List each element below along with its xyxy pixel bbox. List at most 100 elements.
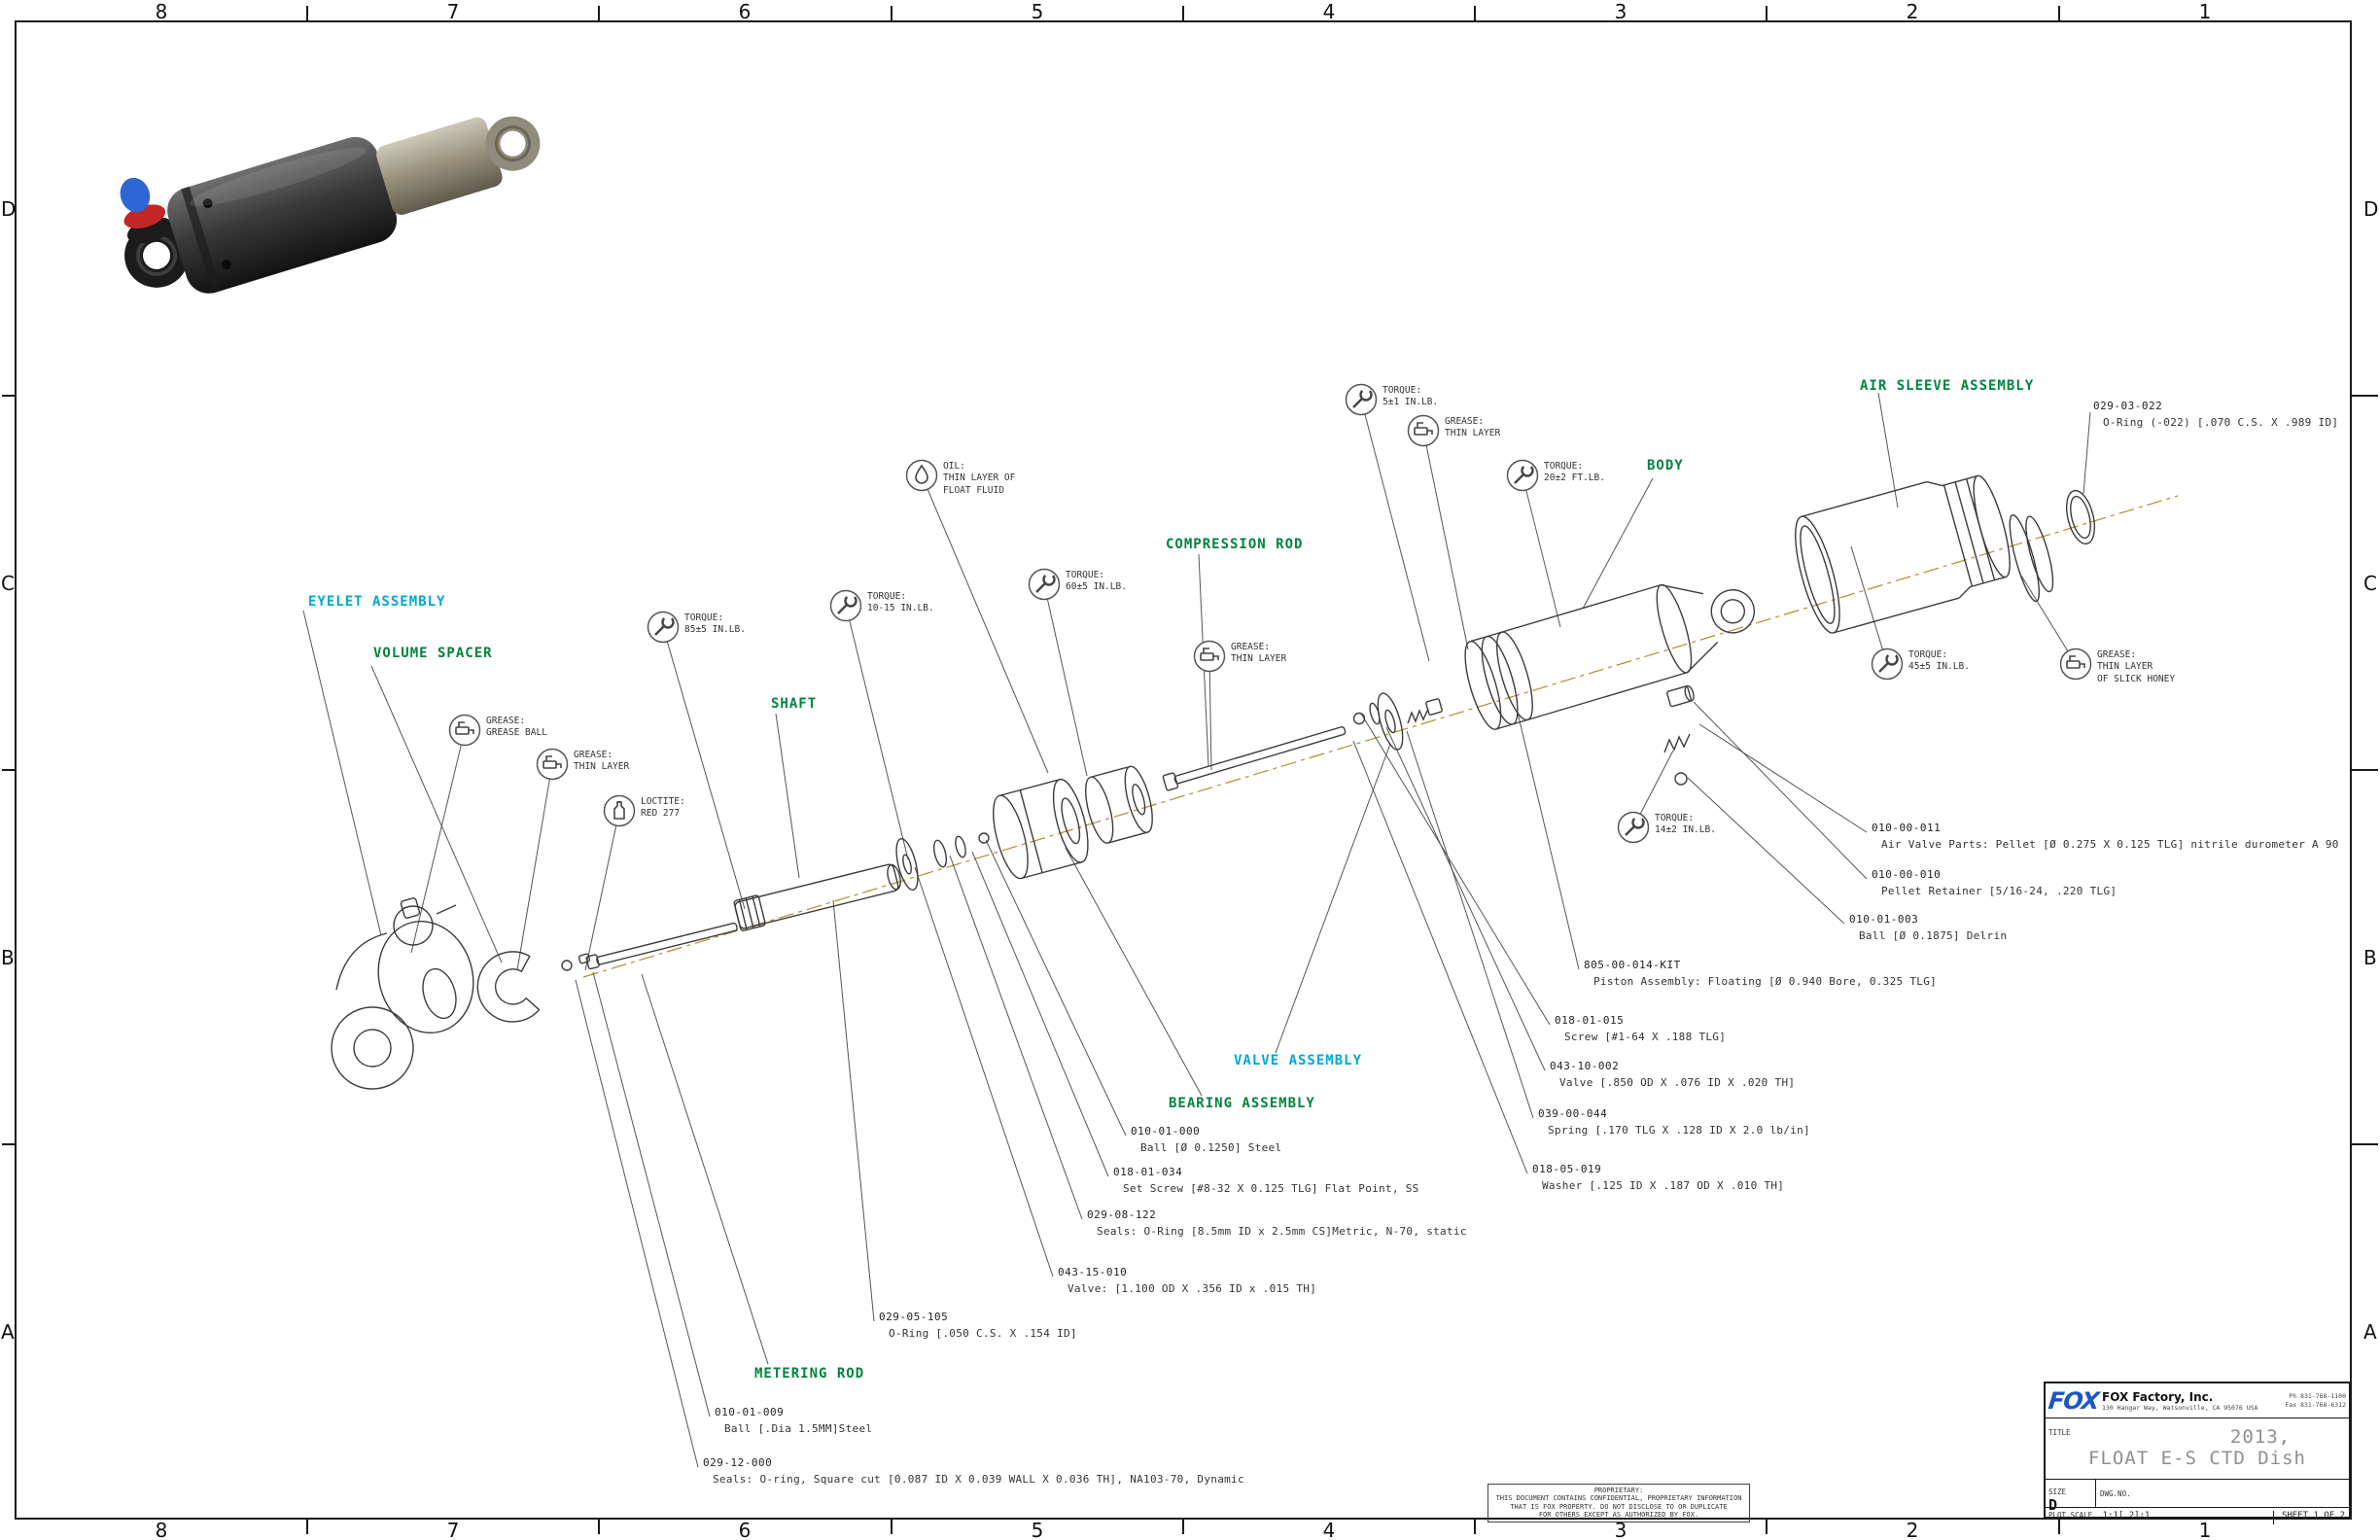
part-eyelet-assembly — [331, 897, 474, 1090]
company-phone-fax: Ph 831-768-1100 Fax 831-768-6312 — [2285, 1392, 2346, 1409]
part-callout: 010-00-010 Pellet Retainer [5/16-24, .22… — [1872, 868, 2118, 897]
zone-col: 8 — [155, 1519, 168, 1540]
title-area: TITLE 2013, FLOAT E-S CTD Dish — [2046, 1426, 2349, 1480]
size-cell: SIZE D — [2046, 1480, 2096, 1513]
grease-icon — [536, 748, 569, 781]
plot-scale-value: 1:1[.2]:1 — [2102, 1511, 2151, 1521]
grease-icon — [2059, 648, 2092, 681]
zone-col: 2 — [1906, 1519, 1919, 1540]
grease-callout: GREASE:THIN LAYER — [536, 748, 629, 781]
part-disc — [955, 835, 966, 858]
torque-icon — [1871, 648, 1904, 681]
part-body — [1464, 583, 1756, 730]
torque-icon — [1028, 568, 1061, 601]
label-bearing-assembly: BEARING ASSEMBLY — [1169, 1096, 1315, 1111]
label-metering-rod: METERING ROD — [754, 1366, 865, 1382]
size-value: D — [2048, 1496, 2058, 1514]
torque-callout: TORQUE:45±5 IN.LB. — [1871, 648, 1970, 681]
part-air-sleeve — [1795, 474, 2011, 634]
part-callout: 029-05-105 O-Ring [.050 C.S. X .154 ID] — [879, 1311, 1077, 1340]
grease-icon — [1193, 640, 1226, 673]
part-callout: 010-01-009 Ball [.Dia 1.5MM]Steel — [715, 1406, 873, 1435]
zone-col: 6 — [738, 1519, 752, 1540]
zone-row: B — [1, 946, 15, 969]
loctite-icon — [603, 794, 636, 827]
part-callout: 010-01-000 Ball [Ø 0.1250] Steel — [1131, 1125, 1282, 1154]
part-ball-delrin — [1674, 772, 1688, 786]
part-shaft — [733, 863, 901, 931]
torque-callout: TORQUE:14±2 IN.LB. — [1617, 811, 1716, 844]
part-seal-head — [1085, 765, 1153, 844]
part-compression-rod — [1162, 726, 1347, 791]
torque-callout: TORQUE:20±2 FT.LB. — [1506, 459, 1605, 492]
title-label: TITLE — [2048, 1428, 2071, 1437]
part-callout: 018-01-015 Screw [#1-64 X .188 TLG] — [1555, 1014, 1727, 1043]
part-callout: 010-00-011 Air Valve Parts: Pellet [Ø 0.… — [1872, 822, 2339, 851]
torque-callout: TORQUE:85±5 IN.LB. — [647, 611, 746, 644]
part-callout: 018-05-019 Washer [.125 ID X .187 OD X .… — [1532, 1163, 1785, 1192]
label-shaft: SHAFT — [771, 696, 818, 712]
plot-scale-row: PLOT SCALE 1:1[.2]:1 SHEET 1 OF 2 — [2046, 1508, 2349, 1524]
part-callout: 029-03-022 O-Ring (-022) [.070 C.S. X .9… — [2093, 400, 2339, 429]
zone-col: 3 — [1614, 1519, 1628, 1540]
zone-col: 1 — [2198, 1519, 2212, 1540]
part-callout: 029-12-000 Seals: O-ring, Square cut [0.… — [703, 1456, 1244, 1486]
part-pellet-retainer — [1666, 684, 1695, 708]
grease-icon — [1407, 414, 1440, 447]
zone-row: C — [1, 572, 15, 595]
torque-callout: TORQUE:10-15 IN.LB. — [829, 589, 934, 622]
part-callout: 039-00-044 Spring [.170 TLG X .128 ID X … — [1538, 1107, 1810, 1137]
zone-col: 5 — [1031, 0, 1044, 23]
label-valve-assembly: VALVE ASSEMBLY — [1234, 1053, 1363, 1068]
drawing-title-line1: 2013, — [2229, 1426, 2292, 1448]
zone-row: D — [2363, 197, 2379, 221]
torque-icon — [829, 589, 862, 622]
grease-callout: GREASE:THIN LAYER — [1193, 640, 1286, 673]
zone-row: B — [2363, 946, 2377, 969]
fox-logo: FOX — [2047, 1386, 2101, 1415]
part-sleeve-rings — [2009, 514, 2054, 603]
zone-col: 4 — [1322, 1519, 1336, 1540]
company-address: 130 Hangar Way, Watsonville, CA 95076 US… — [2102, 1403, 2258, 1412]
torque-callout: TORQUE:60±5 IN.LB. — [1028, 568, 1127, 601]
exploded-parts — [331, 474, 2096, 1090]
part-volume-spacer — [476, 951, 541, 1023]
zone-col: 7 — [446, 1519, 460, 1540]
part-set-screw — [578, 953, 591, 964]
part-callout: 043-10-002 Valve [.850 OD X .076 ID X .0… — [1550, 1060, 1796, 1089]
part-callout: 043-15-010 Valve: [1.100 OD X .356 ID x … — [1058, 1266, 1317, 1295]
grease-icon — [448, 714, 481, 747]
part-bearing-assembly — [993, 778, 1089, 880]
part-washer — [895, 838, 919, 891]
part-ball — [978, 832, 990, 844]
zone-col: 5 — [1031, 1519, 1044, 1540]
zone-col: 4 — [1322, 0, 1336, 23]
label-body: BODY — [1647, 458, 1684, 473]
drawing-title-line2: FLOAT E-S CTD Dish — [2088, 1448, 2306, 1469]
part-valve-assembly — [1352, 692, 1443, 751]
company-name: FOX Factory, Inc. — [2102, 1389, 2214, 1404]
zone-col: 2 — [1906, 0, 1919, 23]
zone-row: A — [1, 1320, 15, 1344]
part-callout: 018-01-034 Set Screw [#8-32 X 0.125 TLG]… — [1113, 1166, 1419, 1195]
loctite-callout: LOCTITE:RED 277 — [603, 794, 685, 827]
part-o-ring — [2065, 489, 2096, 545]
part-callout: 805-00-014-KIT Piston Assembly: Floating… — [1584, 959, 1938, 988]
drawing-frame — [2, 6, 2378, 1534]
centerline — [582, 495, 2179, 978]
part-disc — [932, 839, 948, 868]
label-volume-spacer: VOLUME SPACER — [373, 646, 493, 661]
sheet-number: SHEET 1 OF 2 — [2272, 1511, 2345, 1524]
grease-callout: GREASE:THIN LAYER — [1407, 414, 1500, 447]
part-ball-small — [561, 960, 573, 971]
zone-col: 3 — [1614, 0, 1628, 23]
zone-col: 6 — [738, 0, 752, 23]
label-compression-rod: COMPRESSION ROD — [1166, 537, 1304, 552]
grease-callout: GREASE:GREASE BALL — [448, 714, 547, 747]
torque-icon — [1345, 383, 1378, 416]
part-callout: 010-01-003 Ball [Ø 0.1875] Delrin — [1849, 913, 2008, 942]
zone-col: 1 — [2198, 0, 2212, 23]
